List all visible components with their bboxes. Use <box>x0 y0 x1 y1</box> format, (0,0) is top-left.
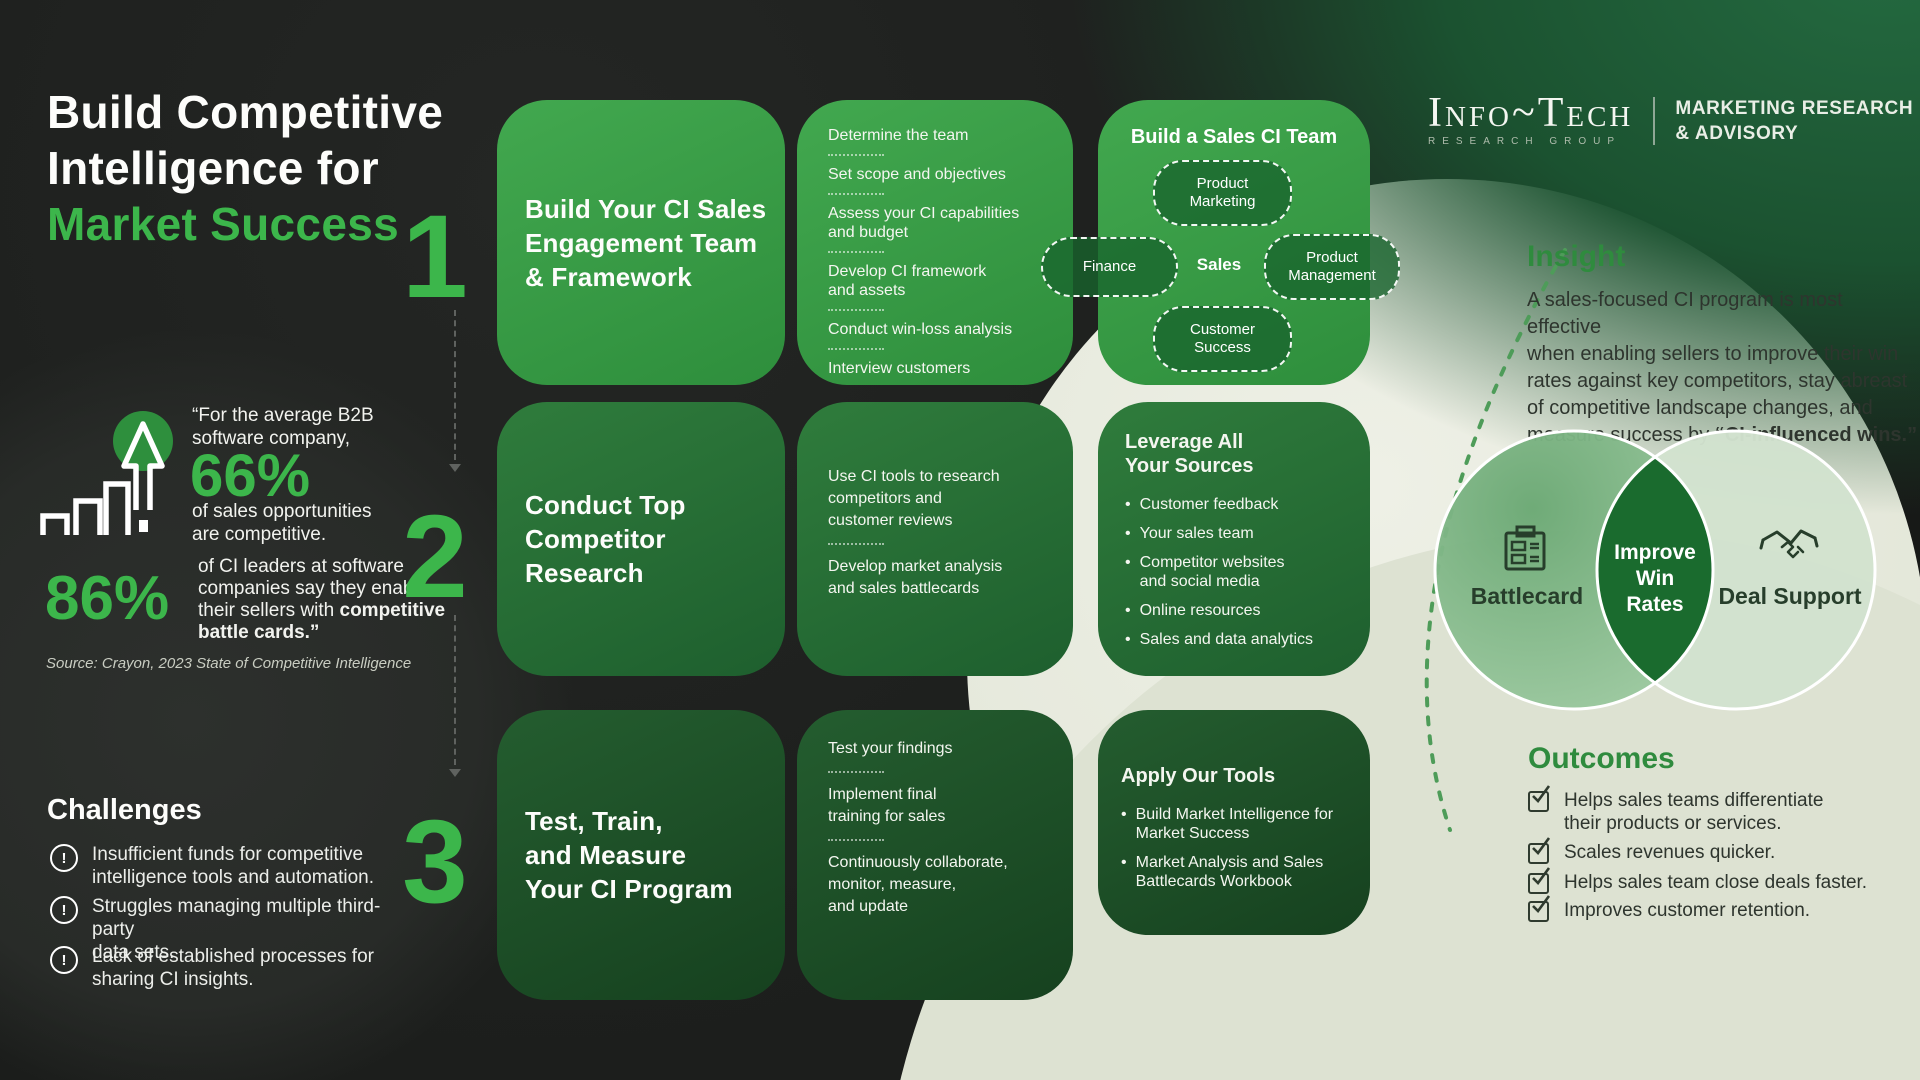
checkbox-icon <box>1528 837 1551 864</box>
bullet-item: •Online resources <box>1125 602 1261 619</box>
bullet-item: •Your sales team <box>1125 525 1254 542</box>
sources-heading: Leverage All Your Sources <box>1125 431 1254 477</box>
infotech-logo: Info~Tech RESEARCH GROUP MARKETING RESEA… <box>1428 90 1914 147</box>
logo-brand-name: Info~Tech <box>1428 90 1634 136</box>
exclamation-circle-icon: ! <box>50 946 78 974</box>
challenge-text: Lack of established processes for sharin… <box>92 946 374 990</box>
list-item: Interview customers <box>828 360 971 377</box>
logo-division-label: MARKETING RESEARCH & ADVISORY <box>1675 97 1914 144</box>
tools-heading: Apply Our Tools <box>1121 765 1276 787</box>
venn-right-label: Deal Support <box>1718 583 1862 609</box>
growth-bars-arrow-icon <box>40 411 173 535</box>
list-item: Conduct win-loss analysis <box>828 321 1013 338</box>
step-connector <box>454 615 456 765</box>
dotted-divider <box>828 193 884 195</box>
challenge-item: ! Lack of established processes for shar… <box>50 945 410 991</box>
stat-86-value: 86% <box>45 564 170 633</box>
exclamation-circle-icon: ! <box>50 844 78 872</box>
bullet-item: •Build Market Intelligence for Market Su… <box>1121 806 1334 842</box>
outcome-item: Helps sales team close deals faster. <box>1528 867 1920 894</box>
leverage-sources-card: Leverage All Your Sources •Customer feed… <box>1098 402 1370 676</box>
bullet-item: •Customer feedback <box>1125 496 1279 513</box>
bullet-item: •Competitor websites and social media <box>1125 554 1285 590</box>
team-pill-customer-success: Customer Success <box>1153 306 1292 372</box>
dotted-divider <box>828 839 884 841</box>
team-diagram-heading: Build a Sales CI Team <box>1130 126 1338 148</box>
step-2-checklist-card: Use CI tools to research competitors and… <box>797 402 1073 676</box>
arrow-down-icon <box>449 464 461 472</box>
team-center-sales: Sales <box>1196 255 1242 274</box>
list-item: Assess your CI capabilities and budget <box>828 205 1020 241</box>
dotted-divider <box>828 154 884 156</box>
battlecard-icon <box>1504 525 1546 571</box>
source-citation: Source: Crayon, 2023 State of Competitiv… <box>46 655 412 672</box>
outcome-item: Improves customer retention. <box>1528 895 1920 922</box>
list-item: Develop market analysis and sales battle… <box>828 558 1003 597</box>
list-item: Determine the team <box>828 127 969 144</box>
page-title: Build Competitive Intelligence for <box>47 86 444 194</box>
step-3-title-card: Test, Train, and Measure Your CI Program <box>497 710 785 1000</box>
outcome-item: Helps sales teams differentiate their pr… <box>1528 785 1920 835</box>
list-item: Develop CI framework and assets <box>828 263 987 299</box>
arrow-down-icon <box>449 769 461 777</box>
step-3-checklist-card: Test your findings Implement final train… <box>797 710 1073 1000</box>
sales-ci-team-card: Build a Sales CI Team Product Marketing … <box>1041 100 1400 385</box>
step-1-title: Build Your CI Sales Engagement Team & Fr… <box>525 193 767 292</box>
stat-quote-intro: “For the average B2B software company, <box>192 405 374 449</box>
stat-66-text: of sales opportunities are competitive. <box>192 501 372 545</box>
step-1-number: 1 <box>402 191 468 323</box>
team-pill-finance: Finance <box>1041 237 1178 297</box>
page-title-accent: Market Success <box>47 198 399 250</box>
outcomes-heading: Outcomes <box>1528 742 1675 775</box>
challenge-text: Insufficient funds for competitive intel… <box>92 844 375 888</box>
bullet-item: •Market Analysis and Sales Battlecards W… <box>1121 854 1324 890</box>
dotted-divider <box>828 543 884 545</box>
dotted-divider <box>828 348 884 350</box>
list-item: Implement final training for sales <box>828 786 946 825</box>
outcome-item: Scales revenues quicker. <box>1528 837 1920 864</box>
venn-center-label: Improve Win Rates <box>1614 541 1696 616</box>
step-connector <box>454 310 456 460</box>
step-2-title: Conduct Top Competitor Research <box>525 490 686 588</box>
logo-brand-subtitle: RESEARCH GROUP <box>1428 136 1622 147</box>
dotted-divider <box>828 309 884 311</box>
list-item: Set scope and objectives <box>828 166 1006 183</box>
challenge-item: ! Insufficient funds for competitive int… <box>50 843 410 889</box>
checkbox-icon <box>1528 867 1551 894</box>
challenge-item: ! Struggles managing multiple third-part… <box>50 895 410 964</box>
exclamation-circle-icon: ! <box>50 896 78 924</box>
handshake-icon <box>1759 529 1819 559</box>
venn-left-label: Battlecard <box>1470 583 1584 609</box>
checkbox-icon <box>1528 785 1551 812</box>
step-1-checklist-card: Determine the team Set scope and objecti… <box>797 100 1073 385</box>
bullet-item: •Sales and data analytics <box>1125 631 1314 648</box>
stat-86-text: of CI leaders at software companies say … <box>198 556 446 643</box>
step-3-title: Test, Train, and Measure Your CI Program <box>525 806 733 904</box>
apply-tools-card: Apply Our Tools •Build Market Intelligen… <box>1098 710 1370 935</box>
dotted-divider <box>828 771 884 773</box>
insight-heading: Insight <box>1527 240 1626 273</box>
list-item: Continuously collaborate, monitor, measu… <box>828 854 1008 915</box>
dotted-divider <box>828 251 884 253</box>
venn-diagram <box>1433 429 1877 711</box>
step-2-title-card: Conduct Top Competitor Research <box>497 402 785 676</box>
step-1-title-card: Build Your CI Sales Engagement Team & Fr… <box>497 100 785 385</box>
challenge-text: Struggles managing multiple third-party … <box>92 896 381 963</box>
team-pill-product-marketing: Product Marketing <box>1153 160 1292 226</box>
logo-divider <box>1653 96 1656 145</box>
step-2-number: 2 <box>402 491 468 623</box>
checkbox-icon <box>1528 895 1551 922</box>
stat-66-value: 66% <box>190 442 311 509</box>
step-3-number: 3 <box>402 796 468 928</box>
list-item: Use CI tools to research competitors and… <box>828 468 1000 529</box>
insight-text: A sales-focused CI program is most effec… <box>1527 289 1918 446</box>
team-pill-product-management: Product Management <box>1264 234 1400 300</box>
challenges-heading: Challenges <box>47 794 202 826</box>
list-item: Test your findings <box>828 740 953 757</box>
stat-86-bold-text: competitive battle cards.” <box>198 600 446 643</box>
